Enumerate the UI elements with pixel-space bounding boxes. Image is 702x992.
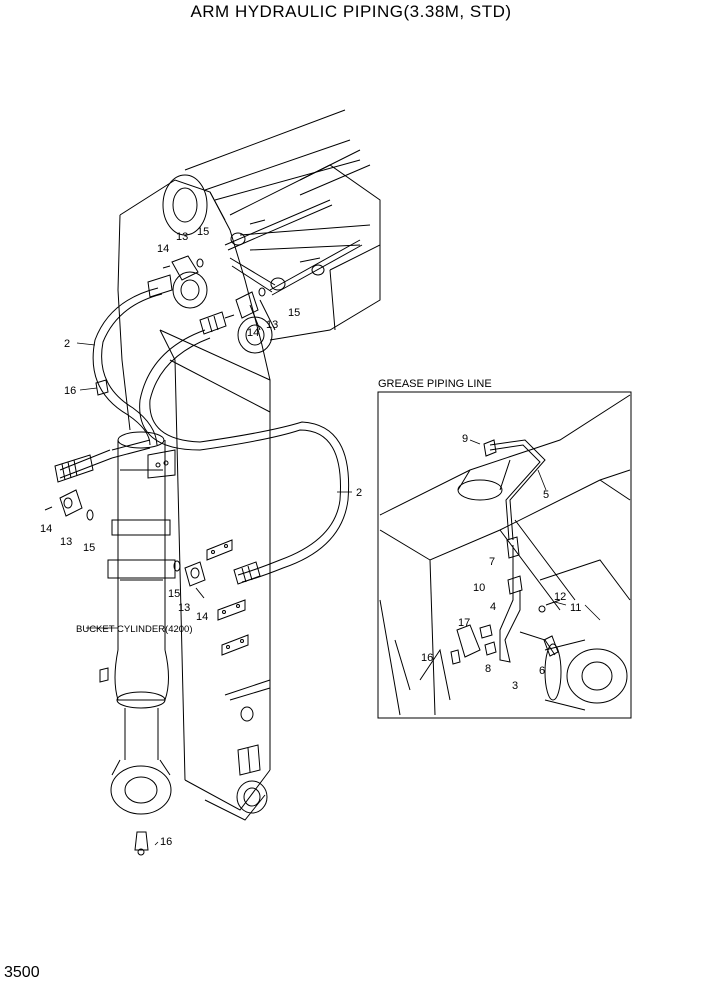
- callout-15a: 15: [197, 226, 209, 238]
- inset-callout-12: 12: [554, 591, 566, 603]
- inset-callout-17: 17: [458, 617, 470, 629]
- grease-inset: GREASE PIPING LINE: [377, 378, 632, 719]
- callout-2b: 2: [356, 487, 362, 499]
- leader-lines: [76, 342, 352, 846]
- callout-14d: 14: [196, 611, 208, 623]
- inset-callout-3: 3: [512, 680, 518, 692]
- callout-15d: 15: [168, 588, 180, 600]
- inset-callouts: 9 5 7 10 4 12 11 17 16 8 6 3: [421, 433, 581, 692]
- inset-callout-9: 9: [462, 433, 468, 445]
- inset-callout-6: 6: [539, 665, 545, 677]
- bucket-cylinder-label: BUCKET CYLINDER(4200): [76, 624, 193, 635]
- callout-14b: 14: [247, 327, 259, 339]
- inset-callout-10: 10: [473, 582, 485, 594]
- main-callouts: 14 13 15 15 14 13 2 2 16 14 13 15 15 13 …: [40, 226, 362, 848]
- callout-2a: 2: [64, 338, 70, 350]
- callout-15c: 15: [83, 542, 95, 554]
- inset-title: GREASE PIPING LINE: [378, 378, 492, 390]
- arm-structure: [117, 174, 273, 821]
- callout-14a: 14: [157, 243, 169, 255]
- callout-14c: 14: [40, 523, 52, 535]
- callout-13b: 13: [266, 319, 278, 331]
- inset-callout-11: 11: [570, 602, 581, 614]
- bucket-cylinder: [99, 431, 176, 856]
- hydraulic-hoses: [54, 274, 350, 585]
- inset-callout-5: 5: [543, 489, 549, 501]
- boom-structure: [184, 109, 381, 341]
- page-title: ARM HYDRAULIC PIPING(3.38M, STD): [190, 2, 512, 21]
- callout-16b: 16: [160, 836, 172, 848]
- page-number: 3500: [4, 964, 40, 981]
- inset-callout-16: 16: [421, 652, 433, 664]
- callout-15b: 15: [288, 307, 300, 319]
- callout-13c: 13: [60, 536, 72, 548]
- flanges-and-orings: [44, 255, 266, 599]
- inset-callout-4: 4: [490, 601, 496, 613]
- callout-13d: 13: [178, 602, 190, 614]
- callout-13a: 13: [176, 231, 188, 243]
- inset-callout-8: 8: [485, 663, 491, 675]
- inset-callout-7: 7: [489, 556, 495, 568]
- callout-16a: 16: [64, 385, 76, 397]
